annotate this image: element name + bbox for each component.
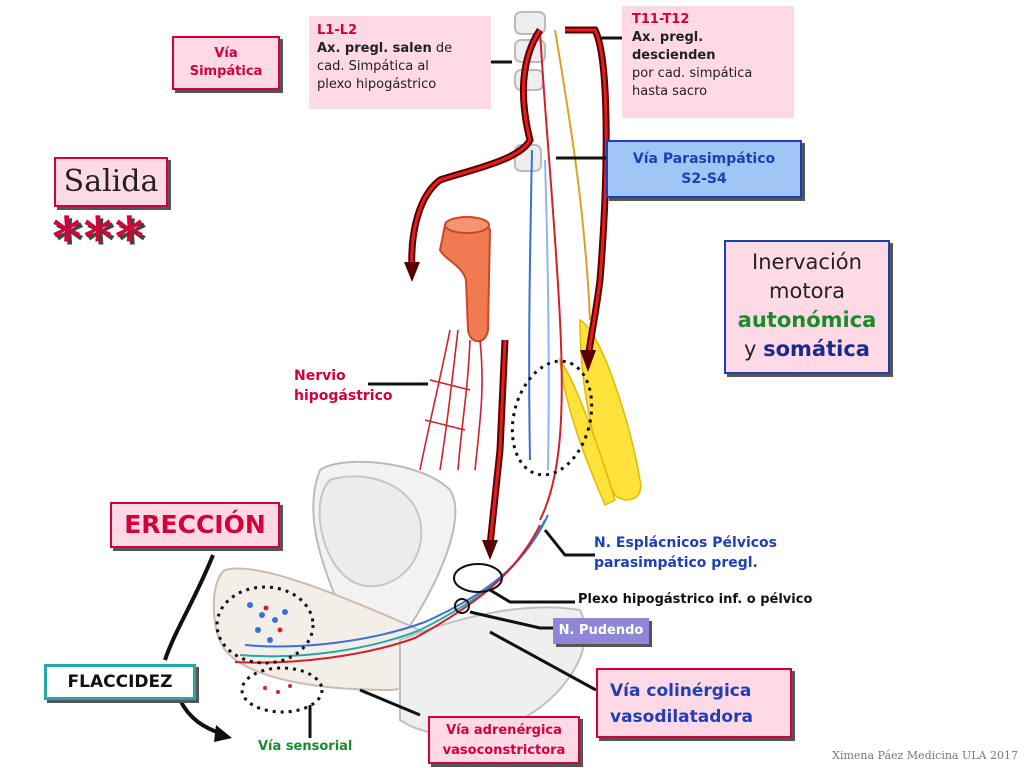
ereccion-arrow [163, 554, 215, 661]
flaccidez-arrow-head [214, 725, 232, 742]
stars-mark: *** [52, 205, 146, 271]
bladder [318, 475, 423, 588]
nervio-hipogastrico-label: Nervio hipogástrico [294, 368, 393, 404]
sympathetic-arrows-inner [410, 28, 608, 546]
l1-l2-box: L1-L2 Ax. pregl. salen de cad. Simpática… [309, 16, 491, 109]
plexo-inf-label: Plexo hipogástrico inf. o pélvico [578, 592, 813, 607]
inervacion-box: Inervación motora autonómica y somática [724, 240, 890, 374]
sacral-plexus [558, 318, 642, 507]
plexus-circle [453, 563, 503, 593]
via-parasimpatico-label: Vía Parasimpático S2-S4 [606, 140, 802, 198]
adrenergica-label: Vía adrenérgica vasoconstrictora [428, 716, 580, 764]
via-simpatica-label: Vía Simpática [172, 36, 280, 90]
hypogastric-nerve-network [419, 329, 483, 471]
aorta [438, 217, 492, 343]
t11-t12-line2: descienden [632, 48, 716, 63]
t11-t12-title: T11-T12 [632, 12, 690, 27]
t11-t12-line3: por cad. simpática [632, 66, 753, 81]
erectile-tissue-dots [247, 602, 288, 643]
pudendo-label: N. Pudendo [553, 618, 649, 644]
l1-l2-line1: Ax. pregl. salen de [317, 41, 453, 56]
inervacion-line4: y somática [744, 337, 870, 361]
flaccidez-label: FLACCIDEZ [44, 664, 196, 700]
l1-l2-title: L1-L2 [317, 23, 358, 38]
ereccion-label: ERECCIÓN [110, 502, 280, 548]
l1-l2-line3: plexo hipogástrico [317, 77, 437, 92]
t11-t12-box: T11-T12 Ax. pregl. descienden por cad. s… [622, 6, 794, 118]
l1-l2-line2: cad. Simpática al [317, 59, 429, 74]
arrow-head-center [482, 540, 498, 560]
pelvic-nerves [234, 514, 549, 664]
credit-text: Ximena Páez Medicina ULA 2017 [832, 749, 1018, 762]
arrow-head-right [580, 350, 596, 372]
t11-t12-line1: Ax. pregl. [632, 30, 704, 45]
esplacnicos-label: N. Esplácnicos Pélvicos parasimpático pr… [594, 535, 777, 571]
inervacion-line1: Inervación [752, 250, 862, 274]
sympathetic-chain-lines [528, 29, 591, 521]
pudendo-circle [454, 598, 470, 614]
inervacion-line2: motora [769, 279, 845, 303]
colinergica-label: Vía colinérgica vasodilatadora [596, 668, 792, 738]
dotted-highlights [215, 359, 594, 714]
salida-title: Salida [54, 157, 168, 207]
inervacion-line3: autonómica [737, 308, 877, 332]
connector-lines [308, 36, 622, 738]
penis-shape [212, 567, 430, 692]
t11-t12-line4: hasta sacro [632, 84, 708, 99]
sensorial-label: Vía sensorial [258, 739, 353, 754]
arrow-head-left [404, 262, 420, 282]
